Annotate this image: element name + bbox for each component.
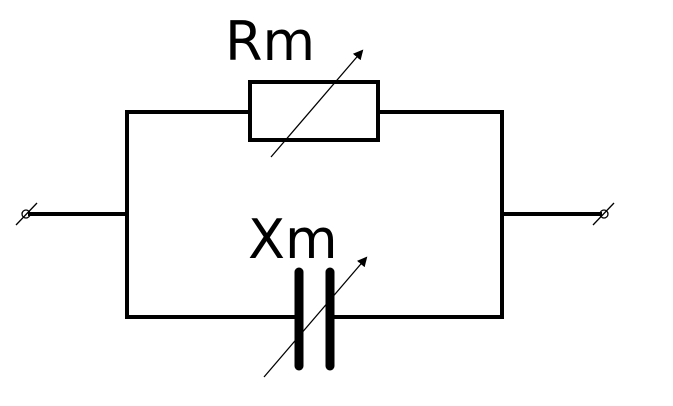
resistor-variable-arrow bbox=[270, 49, 364, 158]
resistor-body bbox=[248, 80, 380, 142]
right-terminal bbox=[592, 202, 615, 226]
resistor-label: Rm bbox=[225, 10, 315, 73]
capacitor-variable-arrow bbox=[263, 256, 368, 378]
capacitor-label: Xm bbox=[248, 208, 338, 271]
